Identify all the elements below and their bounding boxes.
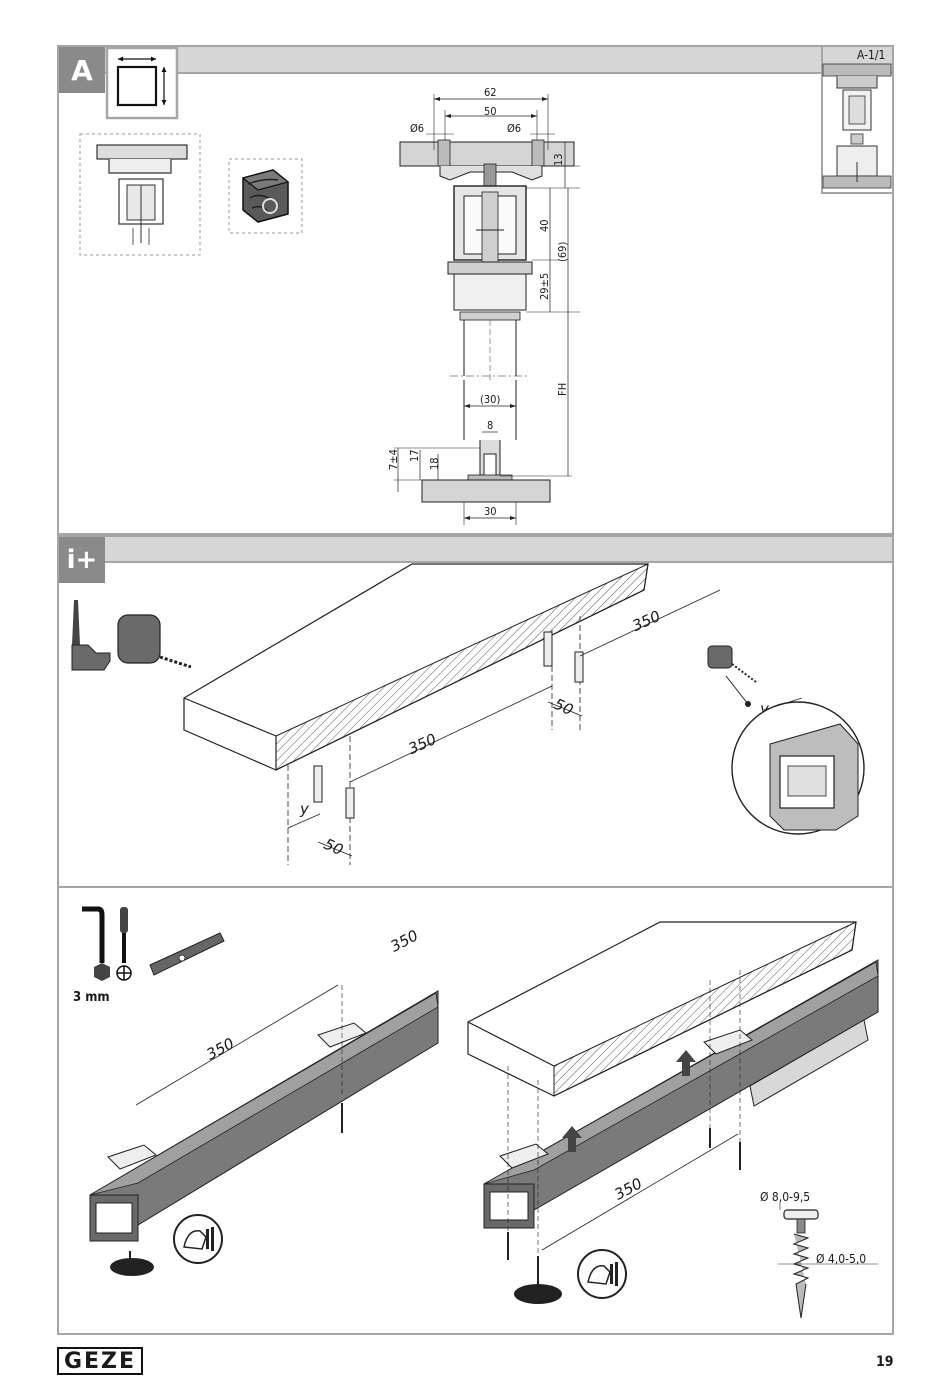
strength-icon-left	[173, 1214, 223, 1264]
strength-icon-right	[577, 1249, 627, 1299]
dim-30-top: (30)	[480, 393, 501, 406]
dim-62: 62	[484, 86, 497, 99]
wood-block-icon	[228, 158, 303, 234]
pencil-tape-icon	[71, 600, 192, 671]
dim-50: 50	[484, 105, 497, 118]
screw-spec-drawing	[778, 1202, 878, 1319]
dim-dia6-left: Ø6	[410, 122, 425, 135]
section-a-tab: A	[59, 47, 105, 93]
dim-7: 7±4	[387, 449, 400, 470]
dim-13: 13	[552, 153, 565, 166]
dim-y-right: y	[760, 700, 769, 718]
dim-y-left: y	[300, 800, 309, 818]
profile-square-icon	[105, 46, 179, 120]
dim-fh: FH	[556, 382, 569, 396]
section-a-header-bar	[59, 47, 892, 74]
track-detail-circle	[707, 645, 865, 835]
section-info-frame	[57, 535, 894, 1335]
dim-30-bottom: 30	[484, 505, 497, 518]
dim-29: 29±5	[538, 272, 551, 300]
cross-section-drawing	[394, 94, 580, 525]
track-runner-thumbnail	[79, 133, 201, 256]
dim-18: 18	[428, 457, 441, 470]
hex-key-screwdriver-level-icon	[82, 906, 225, 981]
hex-key-size: 3 mm	[73, 990, 110, 1005]
ref-tag: A-1/1	[857, 48, 886, 62]
dim-17: 17	[408, 449, 421, 462]
screw-head-diameter: Ø 8,0-9,5	[760, 1190, 811, 1204]
brand-logo: GEZE	[57, 1347, 143, 1375]
screw-shank-diameter: Ø 4,0-5,0	[816, 1252, 867, 1266]
right-rail-board-drawing	[467, 921, 879, 1304]
dim-40: 40	[538, 219, 551, 232]
section-divider	[59, 886, 892, 888]
section-info-tab: i+	[59, 537, 105, 583]
board-marking-drawing	[183, 563, 721, 865]
dim-8: 8	[487, 419, 494, 432]
left-rail-drawing	[89, 984, 439, 1276]
page-number: 19	[876, 1354, 894, 1370]
ref-box-a11	[821, 45, 894, 194]
dim-dia6-right: Ø6	[507, 122, 522, 135]
section-a-frame	[57, 45, 894, 535]
dim-69: (69)	[556, 241, 569, 262]
ref-box-drawing	[822, 63, 892, 189]
section-info-header-bar	[59, 537, 892, 563]
